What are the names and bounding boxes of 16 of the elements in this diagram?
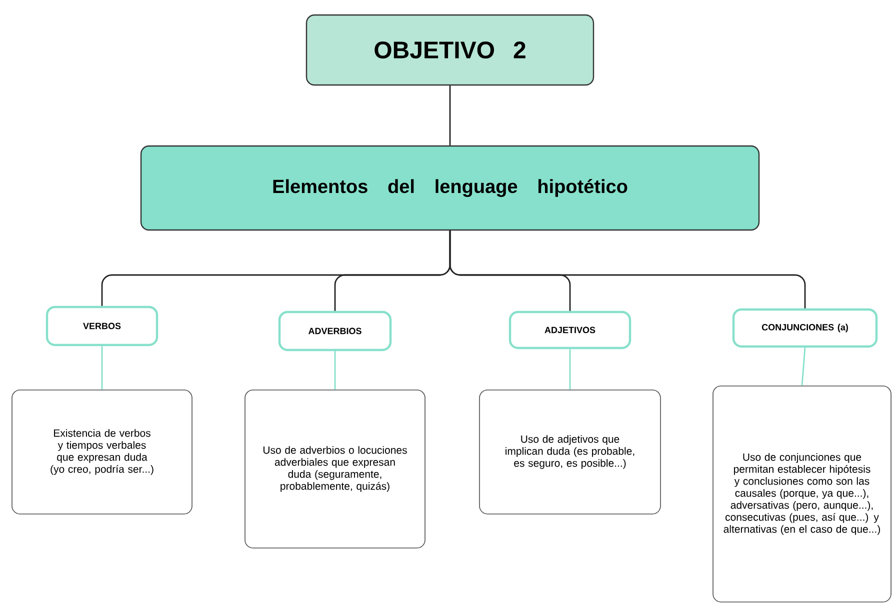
description-box: Uso de adjetivos que implican duda (es probable, es seguro, es posible...) [479,390,661,514]
connector-line [569,349,571,390]
connector-line [801,348,806,386]
category-box: CONJUNCIONES (a) [732,308,878,348]
heading-box: Elementos del lenguage hipotético [140,145,760,231]
category-box: ADJETIVOS [508,310,632,350]
connector-line [449,86,451,146]
description-box: Existencia de verbos y tiempos verbales que expresan duda (yo creo, podría ser...) [12,390,192,514]
category-box: VERBOS [46,306,158,346]
description-box: Uso de adverbios o locuciones adverbiales que expresan duda (seguramente, probablemente, quizás) [244,390,426,548]
connector-line [449,230,806,308]
connector-line [101,346,103,390]
connector-line [334,351,336,390]
category-box: ADVERBIOS [278,310,392,352]
title-box: OBJETIVO 2 [306,14,594,86]
description-box: Uso de conjunciones que permitan establecer hipótesis y conclusiones como son las causales (porque, ya que...), adversativas (pero, aunque...), consecutivas (pues, así que...) y alternativas (en el caso de que...) [712,386,892,602]
